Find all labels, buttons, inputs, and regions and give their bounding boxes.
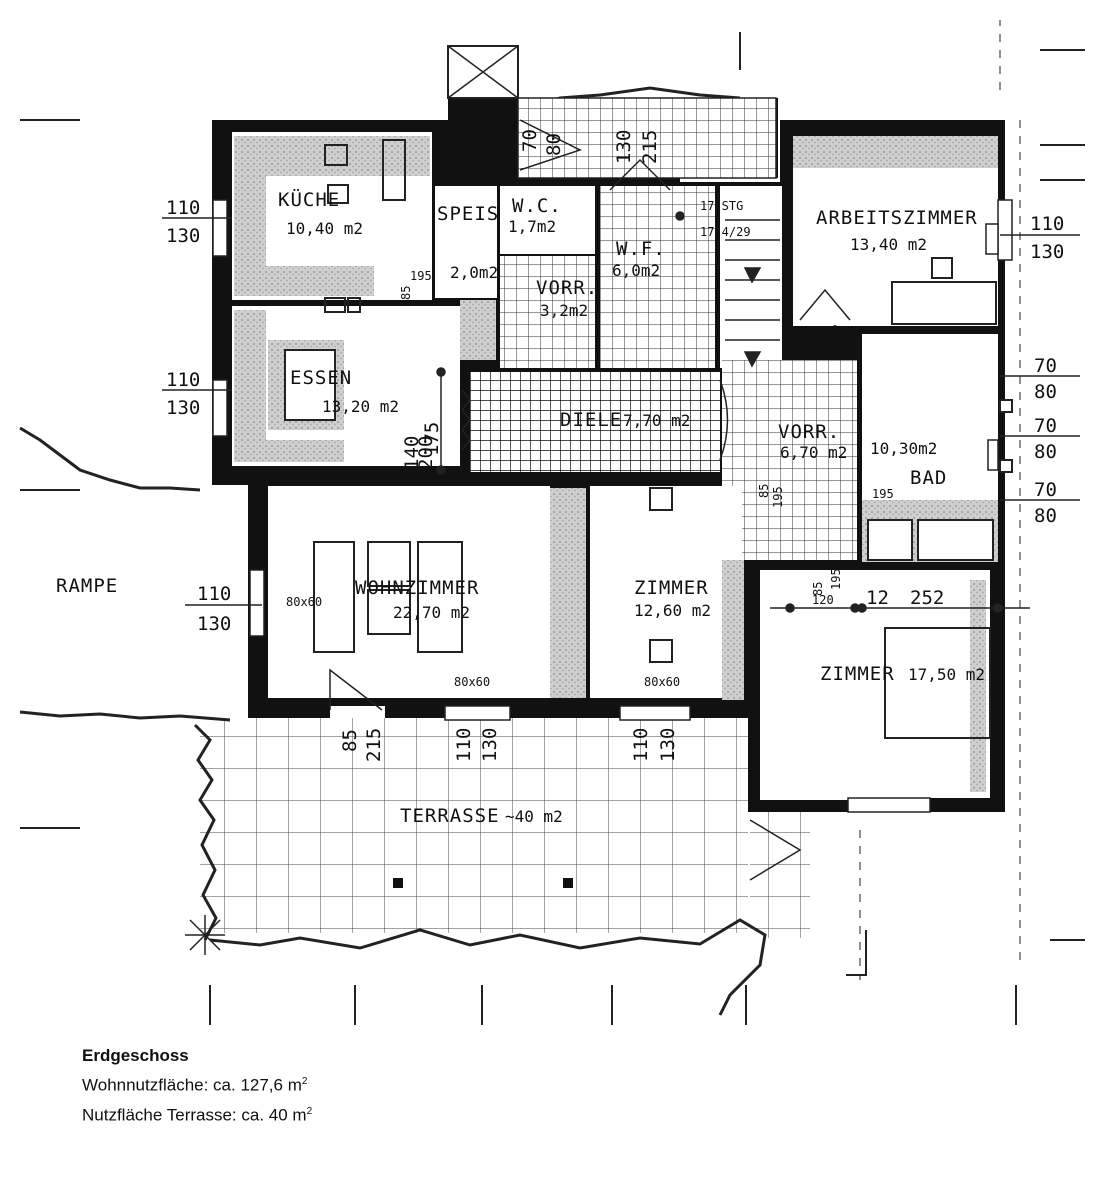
dimension-lines — [162, 211, 1080, 613]
room-diele: DIELE — [560, 409, 622, 431]
label-stairs-dim: 17,4/29 — [700, 225, 751, 239]
dim-window-bad2-width: 70 — [1034, 415, 1057, 437]
dim-top-window2-width: 70 — [519, 129, 541, 152]
area-bad: 10,30m2 — [870, 439, 937, 458]
dim-window-essen-height: 130 — [166, 397, 200, 419]
dim-window-bad3-width: 70 — [1034, 479, 1057, 501]
dim-12: 12 — [866, 587, 889, 609]
dim-top-door-height: 215 — [639, 130, 661, 164]
label-stairs: 17 STG — [700, 199, 743, 213]
dim-window-kueche-width: 110 — [166, 197, 200, 219]
dim-door-terrace-width: 85 — [339, 729, 361, 752]
area-zimmer-1: 12,60 m2 — [634, 601, 711, 620]
room-terrasse: TERRASSE — [400, 805, 500, 827]
terrace — [185, 718, 810, 1016]
area-arbeitszimmer: 13,40 m2 — [850, 235, 927, 254]
caption-terrace-area: Nutzfläche Terrasse: ca. 40 m2 — [82, 1099, 312, 1129]
area-diele: 7,70 m2 — [623, 411, 690, 430]
room-speis: SPEIS — [437, 203, 499, 225]
area-wc: 1,7m2 — [508, 217, 556, 236]
dim-top-door-width: 130 — [613, 130, 635, 164]
dim-window-terrace1-width: 110 — [453, 728, 475, 762]
dim-door-kueche-height: 195 — [410, 269, 432, 283]
bath-fixtures — [867, 399, 1013, 561]
dim-window-bad1-height: 80 — [1034, 381, 1057, 403]
dim-window-wohn-height: 130 — [197, 613, 231, 635]
dim-door-zimmer2-height: 195 — [829, 568, 843, 590]
area-vorr-2: 6,70 m2 — [780, 443, 847, 462]
staircase — [447, 45, 780, 368]
area-vorr-1: 3,2m2 — [540, 301, 588, 320]
dim-window-arbeit-width: 110 — [1030, 213, 1064, 235]
dim-window-terrace2-width: 110 — [630, 728, 652, 762]
dim-door-zimmer1-width: 85 — [757, 484, 771, 498]
caption-terrace-area-sup: 2 — [306, 1105, 313, 1117]
area-wohnzimmer: 22,70 m2 — [393, 603, 470, 622]
caption-terrace-area-text: Nutzfläche Terrasse: ca. 40 m — [82, 1105, 307, 1125]
area-speis: 2,0m2 — [450, 263, 498, 282]
dim-window-terrace2-height: 130 — [657, 728, 679, 762]
dim-top-window1-height: 80 — [477, 133, 499, 156]
dim-door-zimmer2-width: 85 — [811, 582, 825, 596]
dimension-labels: 110 130 110 130 110 130 110 130 70 80 70… — [166, 129, 1064, 762]
room-labels: KÜCHE 10,40 m2 SPEIS 2,0m2 W.C. 1,7m2 W.… — [56, 188, 985, 827]
floor-plan: KÜCHE 10,40 m2 SPEIS 2,0m2 W.C. 1,7m2 W.… — [19, 20, 1085, 1025]
dim-door-terrace-height: 215 — [363, 728, 385, 762]
room-zimmer-1: ZIMMER — [634, 577, 709, 599]
dim-door-essen-175: 175 — [421, 422, 443, 456]
caption-living-area-sup: 2 — [301, 1076, 308, 1087]
kitchen-fixtures — [324, 139, 406, 313]
dim-80x60-terrace: 80x60 — [454, 675, 490, 689]
dim-door-zimmer1-height: 195 — [771, 486, 785, 508]
dim-120: 120 — [812, 593, 834, 607]
caption-title: Erdgeschoss — [82, 1046, 189, 1065]
area-zimmer-2: 17,50 m2 — [908, 665, 985, 684]
room-essen: ESSEN — [290, 367, 352, 389]
dim-door-arbeit-width: 85 — [809, 326, 823, 340]
room-arbeitszimmer: ARBEITSZIMMER — [816, 207, 978, 229]
dim-window-kueche-height: 130 — [166, 225, 200, 247]
plant-symbol — [185, 915, 225, 955]
area-terrasse: ~40 m2 — [505, 807, 563, 826]
room-vorr-2: VORR. — [778, 421, 840, 443]
area-wf: 6,0m2 — [612, 261, 660, 280]
room-wohnzimmer: WOHNZIMMER — [355, 577, 479, 599]
dim-top-window2-height: 80 — [543, 133, 565, 156]
dim-top-window1-width: 70 — [451, 129, 473, 152]
dim-80x60-zimmer: 80x60 — [644, 675, 680, 689]
living-furniture — [313, 257, 997, 739]
dim-window-terrace1-height: 130 — [479, 728, 501, 762]
caption: Erdgeschoss Wohnnutzfläche: ca. 127,6 m2… — [82, 1043, 312, 1128]
room-kueche: KÜCHE — [278, 188, 340, 211]
dim-window-bad1-width: 70 — [1034, 355, 1057, 377]
dim-window-essen-width: 110 — [166, 369, 200, 391]
room-wc: W.C. — [512, 195, 562, 217]
dim-door-essen-height: 200 — [415, 436, 437, 470]
guide-lines — [20, 20, 1085, 1025]
room-vorr-1: VORR. — [536, 277, 598, 299]
dim-door-arbeit-height: 195 — [827, 324, 841, 346]
room-bad: BAD — [910, 467, 947, 489]
room-zimmer-2: ZIMMER — [820, 663, 895, 685]
dim-60x60-wohn: 80x60 — [286, 595, 322, 609]
label-rampe: RAMPE — [56, 575, 118, 597]
area-kueche: 10,40 m2 — [286, 219, 363, 238]
dim-window-bad2-height: 80 — [1034, 441, 1057, 463]
doors — [329, 119, 851, 881]
area-essen: 13,20 m2 — [322, 397, 399, 416]
windows — [212, 199, 1013, 813]
dim-door-kueche-width: 85 — [399, 286, 413, 300]
room-wf: W.F. — [616, 238, 666, 260]
dim-252: 252 — [910, 587, 944, 609]
dim-door-essen-width: 140 — [401, 436, 423, 470]
dim-window-wohn-width: 110 — [197, 583, 231, 605]
dim-window-arbeit-height: 130 — [1030, 241, 1064, 263]
dim-window-bad3-height: 80 — [1034, 505, 1057, 527]
caption-living-area-text: Wohnnutzfläche: ca. 127,6 m — [82, 1075, 302, 1095]
dim-door-bad-height: 195 — [872, 487, 894, 501]
caption-living-area: Wohnnutzfläche: ca. 127,6 m2 — [82, 1069, 312, 1099]
